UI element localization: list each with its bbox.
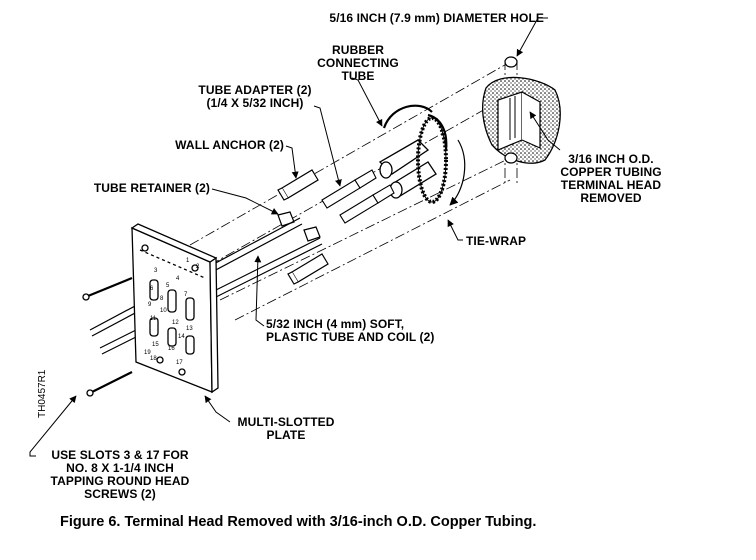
rubber-connecting-tubes — [378, 104, 448, 199]
plate-slot-number: 3 — [154, 268, 158, 274]
wall-cutout — [481, 56, 561, 164]
label-plate: MULTI-SLOTTED PLATE — [237, 415, 335, 442]
wall-anchors — [277, 169, 329, 285]
label-rubber-tube: RUBBER CONNECTING TUBE — [317, 43, 399, 83]
document-id: TH0457R1 — [37, 369, 48, 418]
plate-slot-number: 9 — [148, 302, 152, 308]
plate-slot-number: 17 — [176, 360, 183, 366]
figure-caption: Figure 6. Terminal Head Removed with 3/1… — [60, 514, 537, 530]
wall-hole-lower — [504, 152, 518, 164]
plate-slot-number: 5 — [166, 283, 170, 289]
plate-slot-number: 8 — [160, 296, 164, 302]
tube-adapters — [321, 169, 395, 224]
plate-slot-number: 10 — [160, 308, 167, 314]
plate-slot-number: 15 — [152, 342, 159, 348]
plate-slot-number: 12 — [172, 320, 179, 326]
label-slots: USE SLOTS 3 & 17 FOR NO. 8 X 1-1/4 INCH … — [50, 448, 190, 501]
tube-retainers — [277, 211, 321, 242]
plate-slot-number: 16 — [168, 346, 175, 352]
plate-slot-number: 18 — [150, 356, 157, 362]
plate-slot-number: 13 — [186, 326, 193, 332]
plate-slot-number: 1 — [186, 258, 190, 264]
plate-slot-number: 6 — [150, 286, 154, 292]
plate-slot-number: 14 — [178, 334, 185, 340]
wall-hole-upper — [504, 56, 518, 68]
label-copper-tubing: 3/16 INCH O.D. COPPER TUBING TERMINAL HE… — [560, 152, 662, 205]
plate-slot-number: 11 — [150, 316, 157, 322]
plate-slot-number: 2 — [196, 264, 200, 270]
label-tube-adapter: TUBE ADAPTER (2) (1/4 X 5/32 INCH) — [198, 83, 312, 110]
plate-slot-number: 19 — [144, 350, 151, 356]
label-wall-anchor: WALL ANCHOR (2) — [175, 138, 284, 152]
tie-wrap — [416, 116, 466, 206]
plate-slot-number: 7 — [184, 292, 188, 298]
plate-slot-number: 4 — [176, 276, 180, 282]
mounting-screws — [82, 276, 133, 397]
label-tie-wrap: TIE-WRAP — [466, 234, 527, 248]
multi-slotted-plate — [130, 223, 219, 394]
label-plastic-tube: 5/32 INCH (4 mm) SOFT, PLASTIC TUBE AND … — [266, 317, 435, 344]
label-hole: 5/16 INCH (7.9 mm) DIAMETER HOLE — [329, 11, 544, 25]
leader-lines — [29, 17, 561, 457]
label-tube-retainer: TUBE RETAINER (2) — [93, 181, 210, 195]
